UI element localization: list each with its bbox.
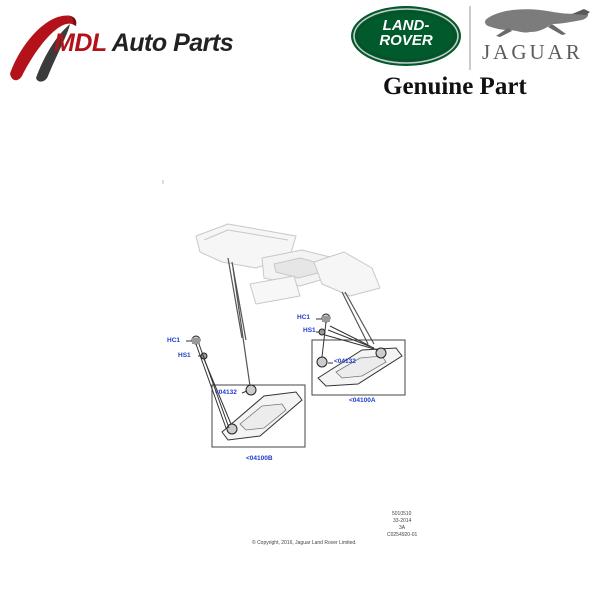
callout-hs1-right: HS1: [303, 327, 316, 334]
land-rover-line1: LAND-: [382, 17, 430, 34]
ref-date: 33-2014: [393, 518, 412, 524]
mdl-logo-icon: [10, 15, 77, 82]
brand-name-rest: Auto Parts: [106, 29, 234, 57]
brand-name: MDL Auto Parts: [54, 29, 234, 58]
ref-code: 5010510: [392, 511, 412, 517]
callout-04132-left: <04132: [215, 389, 237, 396]
callout-04100b: <04100B: [246, 455, 273, 462]
header-logos: [10, 6, 590, 82]
roof-visor-right: [313, 251, 381, 297]
copyright-notice: © Copyright, 2016, Jaguar Land Rover Lim…: [252, 540, 357, 546]
jaguar-leaper-icon: [485, 9, 590, 37]
visor-clip-left: [191, 335, 201, 345]
ref-revision: 3A: [399, 525, 406, 531]
ref-id: C0254920-01: [387, 532, 418, 538]
brand-name-lead: MDL: [54, 29, 107, 57]
jaguar-wordmark: JAGUAR: [482, 40, 583, 64]
land-rover-line2: ROVER: [379, 32, 433, 49]
rear-view-mirror: [249, 275, 301, 305]
visor-clip-right: [321, 313, 331, 323]
land-rover-logo-icon: [351, 6, 461, 66]
callout-04132-right: <04132: [334, 358, 356, 365]
callout-hs1-left: HS1: [178, 352, 191, 359]
genuine-part-tagline: Genuine Part: [383, 73, 527, 100]
visor-bracket-left: [226, 384, 257, 435]
callout-hc1-left: HC1: [167, 337, 181, 344]
callout-hc1-right: HC1: [297, 314, 311, 321]
callout-04100a: <04100A: [349, 397, 376, 404]
detail-box-left: [211, 384, 306, 448]
visor-screw-right: [318, 328, 326, 336]
land-rover-wordmark: LAND- ROVER: [354, 18, 458, 48]
